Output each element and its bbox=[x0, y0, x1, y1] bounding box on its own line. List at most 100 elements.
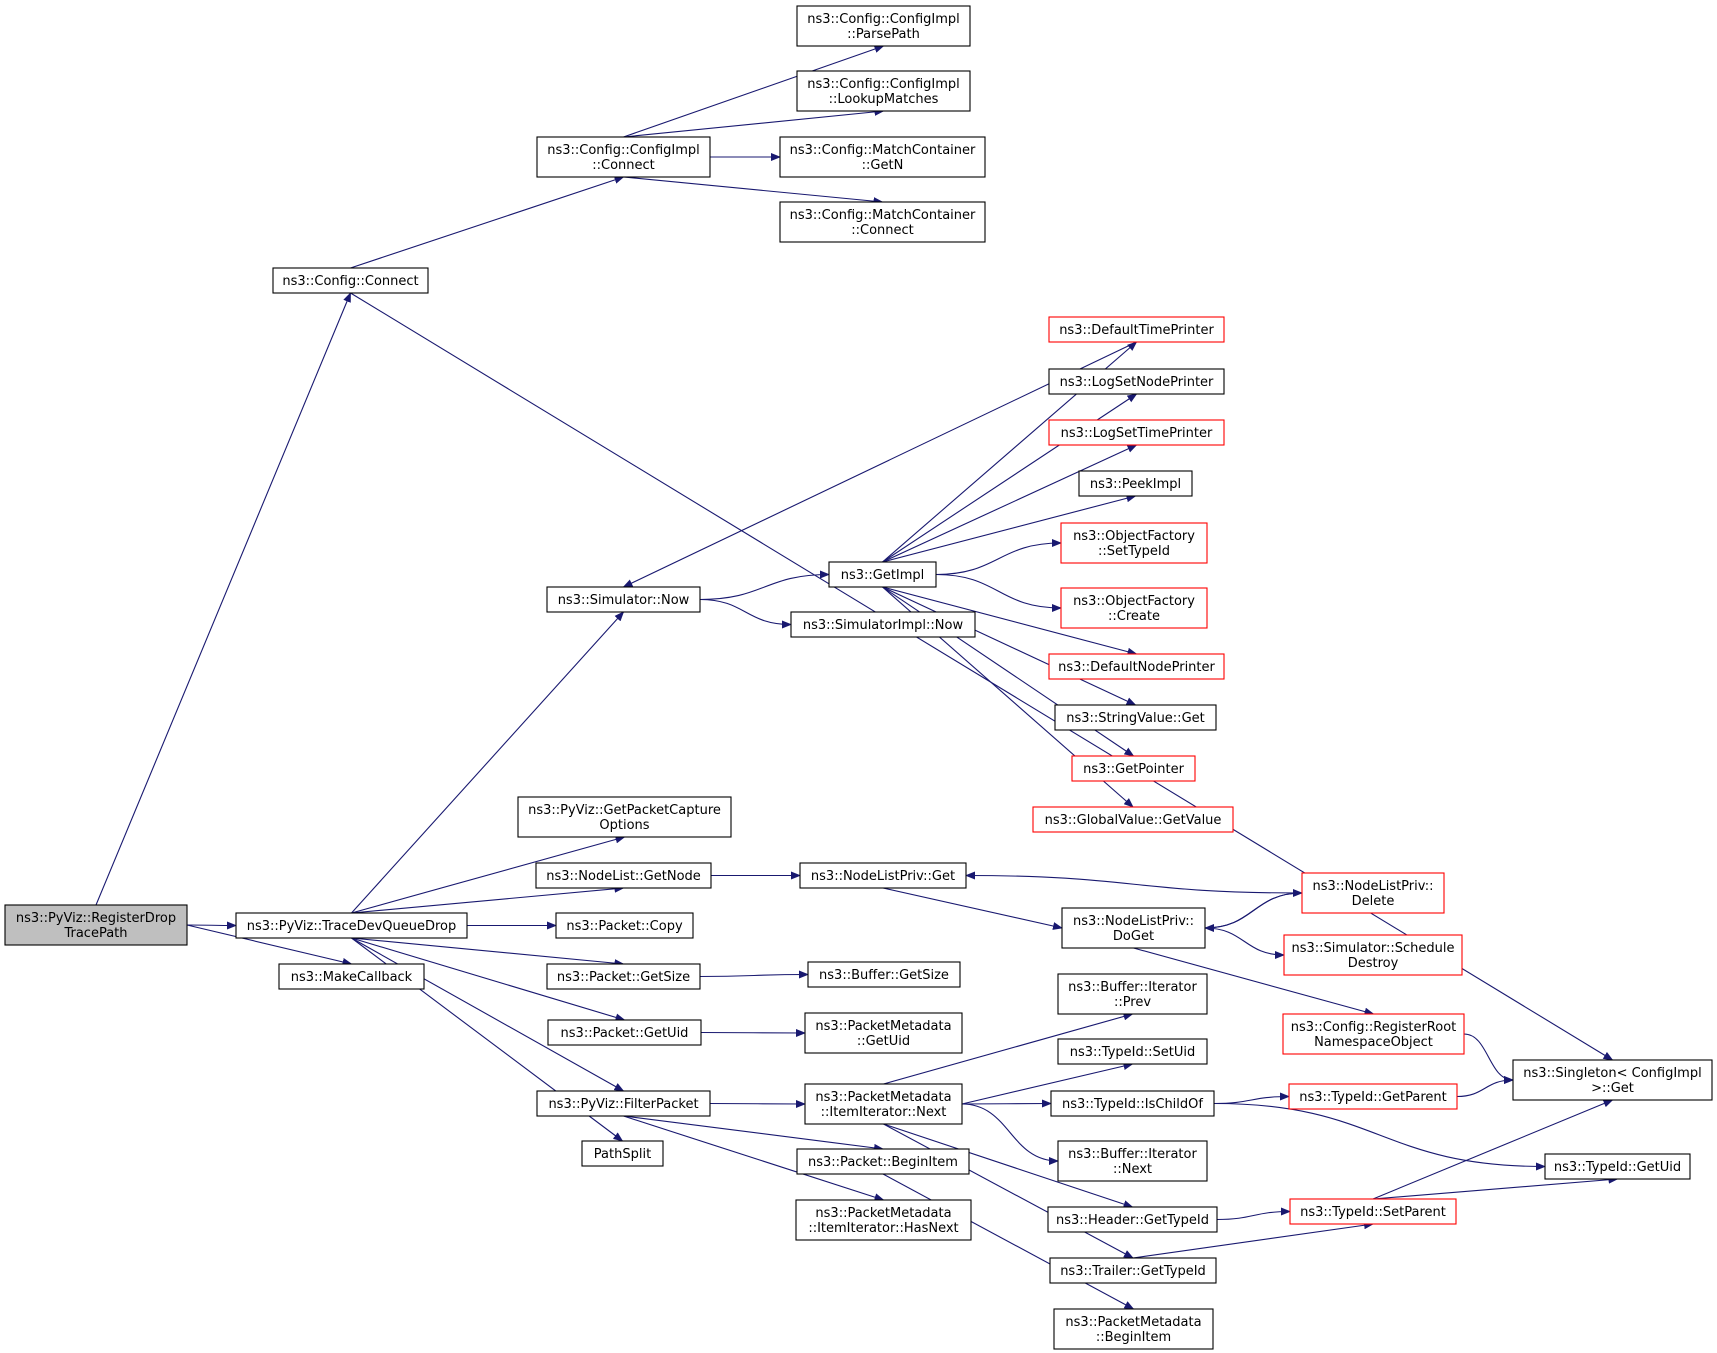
node-matchGetN[interactable]: ns3::Config::MatchContainer::GetN bbox=[779, 136, 986, 178]
node-box[interactable] bbox=[581, 1140, 664, 1167]
node-box[interactable] bbox=[1048, 653, 1225, 680]
node-filterPacket[interactable]: ns3::PyViz::FilterPacket bbox=[536, 1090, 711, 1117]
node-box[interactable] bbox=[1048, 368, 1225, 395]
node-pathSplit[interactable]: PathSplit bbox=[581, 1140, 664, 1167]
node-box[interactable] bbox=[1050, 1090, 1215, 1117]
node-box[interactable] bbox=[278, 963, 425, 990]
node-pmItemHasNext[interactable]: ns3::PacketMetadata::ItemIterator::HasNe… bbox=[795, 1199, 972, 1241]
node-typeIdGetUid[interactable]: ns3::TypeId::GetUid bbox=[1544, 1153, 1691, 1180]
node-box[interactable] bbox=[1061, 907, 1206, 949]
node-getImpl[interactable]: ns3::GetImpl bbox=[828, 561, 937, 588]
node-box[interactable] bbox=[1282, 1013, 1465, 1055]
node-box[interactable] bbox=[1071, 755, 1196, 782]
node-typeIdSetUid[interactable]: ns3::TypeId::SetUid bbox=[1057, 1038, 1208, 1065]
node-pmGetUid[interactable]: ns3::PacketMetadata::GetUid bbox=[804, 1012, 963, 1054]
node-box[interactable] bbox=[272, 267, 429, 294]
node-stringValueGet[interactable]: ns3::StringValue::Get bbox=[1054, 704, 1217, 731]
node-packetGetSize[interactable]: ns3::Packet::GetSize bbox=[546, 963, 701, 990]
node-box[interactable] bbox=[1288, 1083, 1458, 1110]
node-box[interactable] bbox=[1289, 1198, 1457, 1225]
node-packetCopy[interactable]: ns3::Packet::Copy bbox=[555, 912, 694, 939]
node-box[interactable] bbox=[828, 561, 937, 588]
node-box[interactable] bbox=[807, 961, 961, 988]
node-box[interactable] bbox=[517, 796, 732, 838]
node-pmBeginItem[interactable]: ns3::PacketMetadata::BeginItem bbox=[1053, 1308, 1214, 1350]
node-configImplConnect[interactable]: ns3::Config::ConfigImpl::Connect bbox=[536, 136, 711, 178]
node-nodeListGetNode[interactable]: ns3::NodeList::GetNode bbox=[535, 862, 712, 889]
node-box[interactable] bbox=[1057, 973, 1208, 1015]
node-nodeListPrivDoGet[interactable]: ns3::NodeListPriv::DoGet bbox=[1061, 907, 1206, 949]
node-box[interactable] bbox=[4, 904, 188, 946]
node-packetBeginItem[interactable]: ns3::Packet::BeginItem bbox=[796, 1148, 970, 1175]
node-box[interactable] bbox=[1047, 1206, 1218, 1233]
node-box[interactable] bbox=[804, 1012, 963, 1054]
node-box[interactable] bbox=[546, 963, 701, 990]
node-box[interactable] bbox=[799, 862, 967, 889]
node-parsePath[interactable]: ns3::Config::ConfigImpl::ParsePath bbox=[796, 5, 971, 47]
node-box[interactable] bbox=[795, 1199, 972, 1241]
node-pmItemNext[interactable]: ns3::PacketMetadata::ItemIterator::Next bbox=[804, 1083, 963, 1125]
node-box[interactable] bbox=[804, 1083, 963, 1125]
node-trailerGetTypeId[interactable]: ns3::Trailer::GetTypeId bbox=[1049, 1257, 1217, 1284]
node-traceDevQueueDrop[interactable]: ns3::PyViz::TraceDevQueueDrop bbox=[235, 912, 468, 939]
node-peekImpl[interactable]: ns3::PeekImpl bbox=[1078, 470, 1193, 497]
node-getPointer[interactable]: ns3::GetPointer bbox=[1071, 755, 1196, 782]
node-box[interactable] bbox=[1048, 316, 1225, 343]
node-logSetTimePrinter[interactable]: ns3::LogSetTimePrinter bbox=[1048, 419, 1225, 446]
node-box[interactable] bbox=[1049, 1257, 1217, 1284]
node-box[interactable] bbox=[1053, 1308, 1214, 1350]
node-box[interactable] bbox=[1512, 1059, 1713, 1101]
node-box[interactable] bbox=[555, 912, 694, 939]
node-typeIdGetParent[interactable]: ns3::TypeId::GetParent bbox=[1288, 1083, 1458, 1110]
node-box[interactable] bbox=[535, 862, 712, 889]
node-nodeListPrivDelete[interactable]: ns3::NodeListPriv::Delete bbox=[1301, 872, 1445, 914]
node-bufferGetSize[interactable]: ns3::Buffer::GetSize bbox=[807, 961, 961, 988]
node-makeCallback[interactable]: ns3::MakeCallback bbox=[278, 963, 425, 990]
node-box[interactable] bbox=[1283, 934, 1463, 976]
node-box[interactable] bbox=[1060, 587, 1208, 629]
node-defaultTimePrinter[interactable]: ns3::DefaultTimePrinter bbox=[1048, 316, 1225, 343]
node-singletonGet[interactable]: ns3::Singleton< ConfigImpl>::Get bbox=[1512, 1059, 1713, 1101]
node-box[interactable] bbox=[1301, 872, 1445, 914]
node-ofCreate[interactable]: ns3::ObjectFactory::Create bbox=[1060, 587, 1208, 629]
node-globalValueGetValue[interactable]: ns3::GlobalValue::GetValue bbox=[1032, 806, 1234, 833]
node-logSetNodePrinter[interactable]: ns3::LogSetNodePrinter bbox=[1048, 368, 1225, 395]
node-typeIdSetParent[interactable]: ns3::TypeId::SetParent bbox=[1289, 1198, 1457, 1225]
node-simImplNow[interactable]: ns3::SimulatorImpl::Now bbox=[790, 611, 976, 638]
node-box[interactable] bbox=[1057, 1140, 1208, 1182]
node-typeIdIsChildOf[interactable]: ns3::TypeId::IsChildOf bbox=[1050, 1090, 1215, 1117]
node-box[interactable] bbox=[796, 1148, 970, 1175]
node-packetGetUid[interactable]: ns3::Packet::GetUid bbox=[547, 1019, 702, 1046]
node-lookupMatches[interactable]: ns3::Config::ConfigImpl::LookupMatches bbox=[796, 70, 971, 112]
node-box[interactable] bbox=[1078, 470, 1193, 497]
node-box[interactable] bbox=[779, 136, 986, 178]
node-configConnect[interactable]: ns3::Config::Connect bbox=[272, 267, 429, 294]
node-matchConnect[interactable]: ns3::Config::MatchContainer::Connect bbox=[779, 201, 986, 243]
node-box[interactable] bbox=[536, 1090, 711, 1117]
node-box[interactable] bbox=[1057, 1038, 1208, 1065]
node-defaultNodePrinter[interactable]: ns3::DefaultNodePrinter bbox=[1048, 653, 1225, 680]
node-bufferIterNext[interactable]: ns3::Buffer::Iterator::Next bbox=[1057, 1140, 1208, 1182]
node-box[interactable] bbox=[1032, 806, 1234, 833]
node-box[interactable] bbox=[1060, 522, 1208, 564]
node-box[interactable] bbox=[796, 70, 971, 112]
node-box[interactable] bbox=[1544, 1153, 1691, 1180]
node-ofSetTypeId[interactable]: ns3::ObjectFactory::SetTypeId bbox=[1060, 522, 1208, 564]
node-box[interactable] bbox=[536, 136, 711, 178]
node-headerGetTypeId[interactable]: ns3::Header::GetTypeId bbox=[1047, 1206, 1218, 1233]
node-box[interactable] bbox=[235, 912, 468, 939]
node-box[interactable] bbox=[546, 586, 701, 613]
node-box[interactable] bbox=[547, 1019, 702, 1046]
node-nodeListPrivGet[interactable]: ns3::NodeListPriv::Get bbox=[799, 862, 967, 889]
node-box[interactable] bbox=[796, 5, 971, 47]
node-box[interactable] bbox=[790, 611, 976, 638]
node-box[interactable] bbox=[779, 201, 986, 243]
node-simulatorNow[interactable]: ns3::Simulator::Now bbox=[546, 586, 701, 613]
node-bufferIterPrev[interactable]: ns3::Buffer::Iterator::Prev bbox=[1057, 973, 1208, 1015]
node-box[interactable] bbox=[1054, 704, 1217, 731]
node-box[interactable] bbox=[1048, 419, 1225, 446]
